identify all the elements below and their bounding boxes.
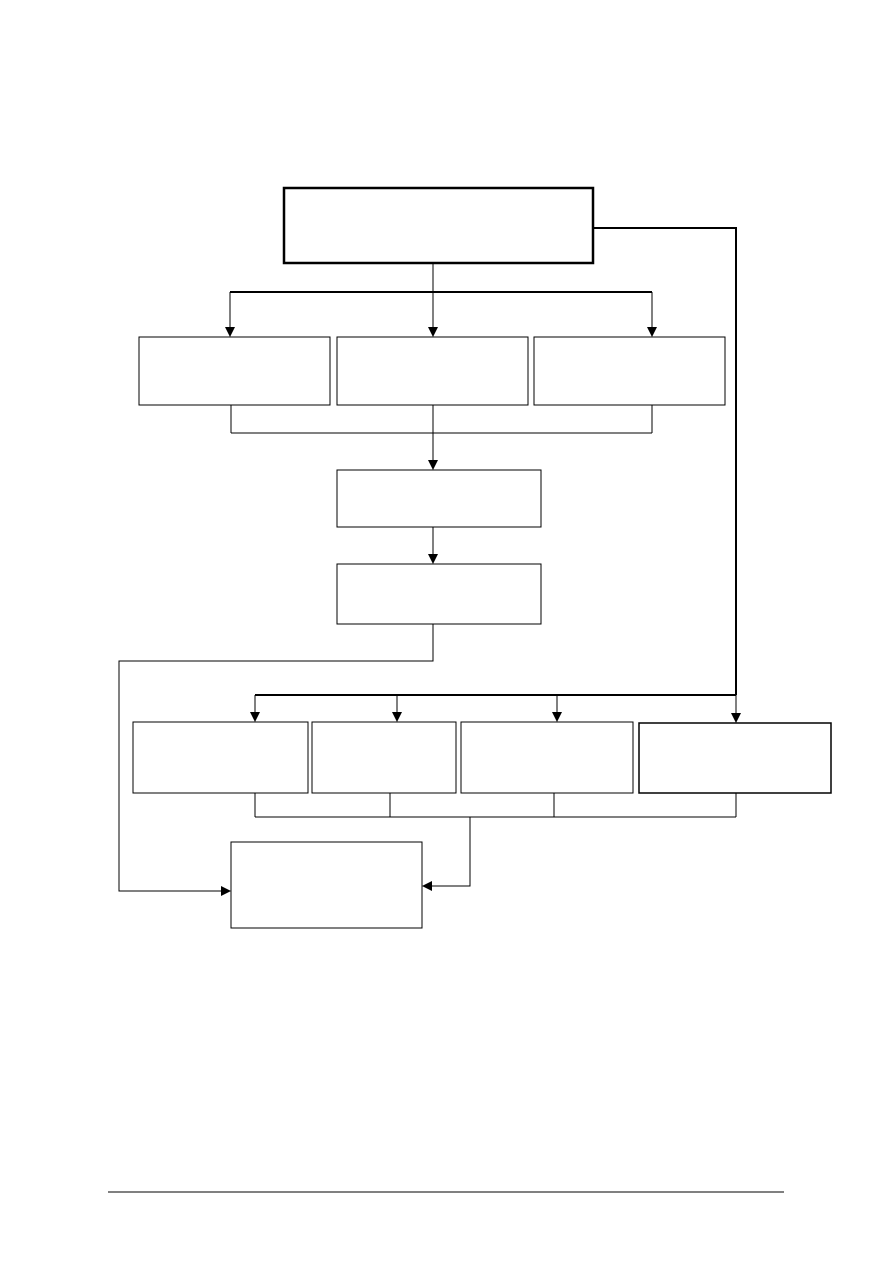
- box-row3-a: [132, 721, 309, 794]
- box-row3-b: [311, 721, 457, 794]
- connector-merge-to-bottom: [422, 817, 471, 891]
- box-middle-1: [336, 469, 542, 528]
- box-middle-2: [336, 563, 542, 625]
- connector-top-right-branch: [593, 227, 737, 695]
- connector-middle2-to-bottom: [118, 624, 434, 896]
- box-row3-d: [638, 722, 832, 794]
- box-row1-right: [533, 336, 726, 406]
- box-row3-c: [460, 721, 634, 794]
- box-row1-center: [336, 336, 529, 406]
- box-top: [282, 186, 595, 265]
- box-bottom: [230, 841, 423, 929]
- box-row1-left: [138, 336, 331, 406]
